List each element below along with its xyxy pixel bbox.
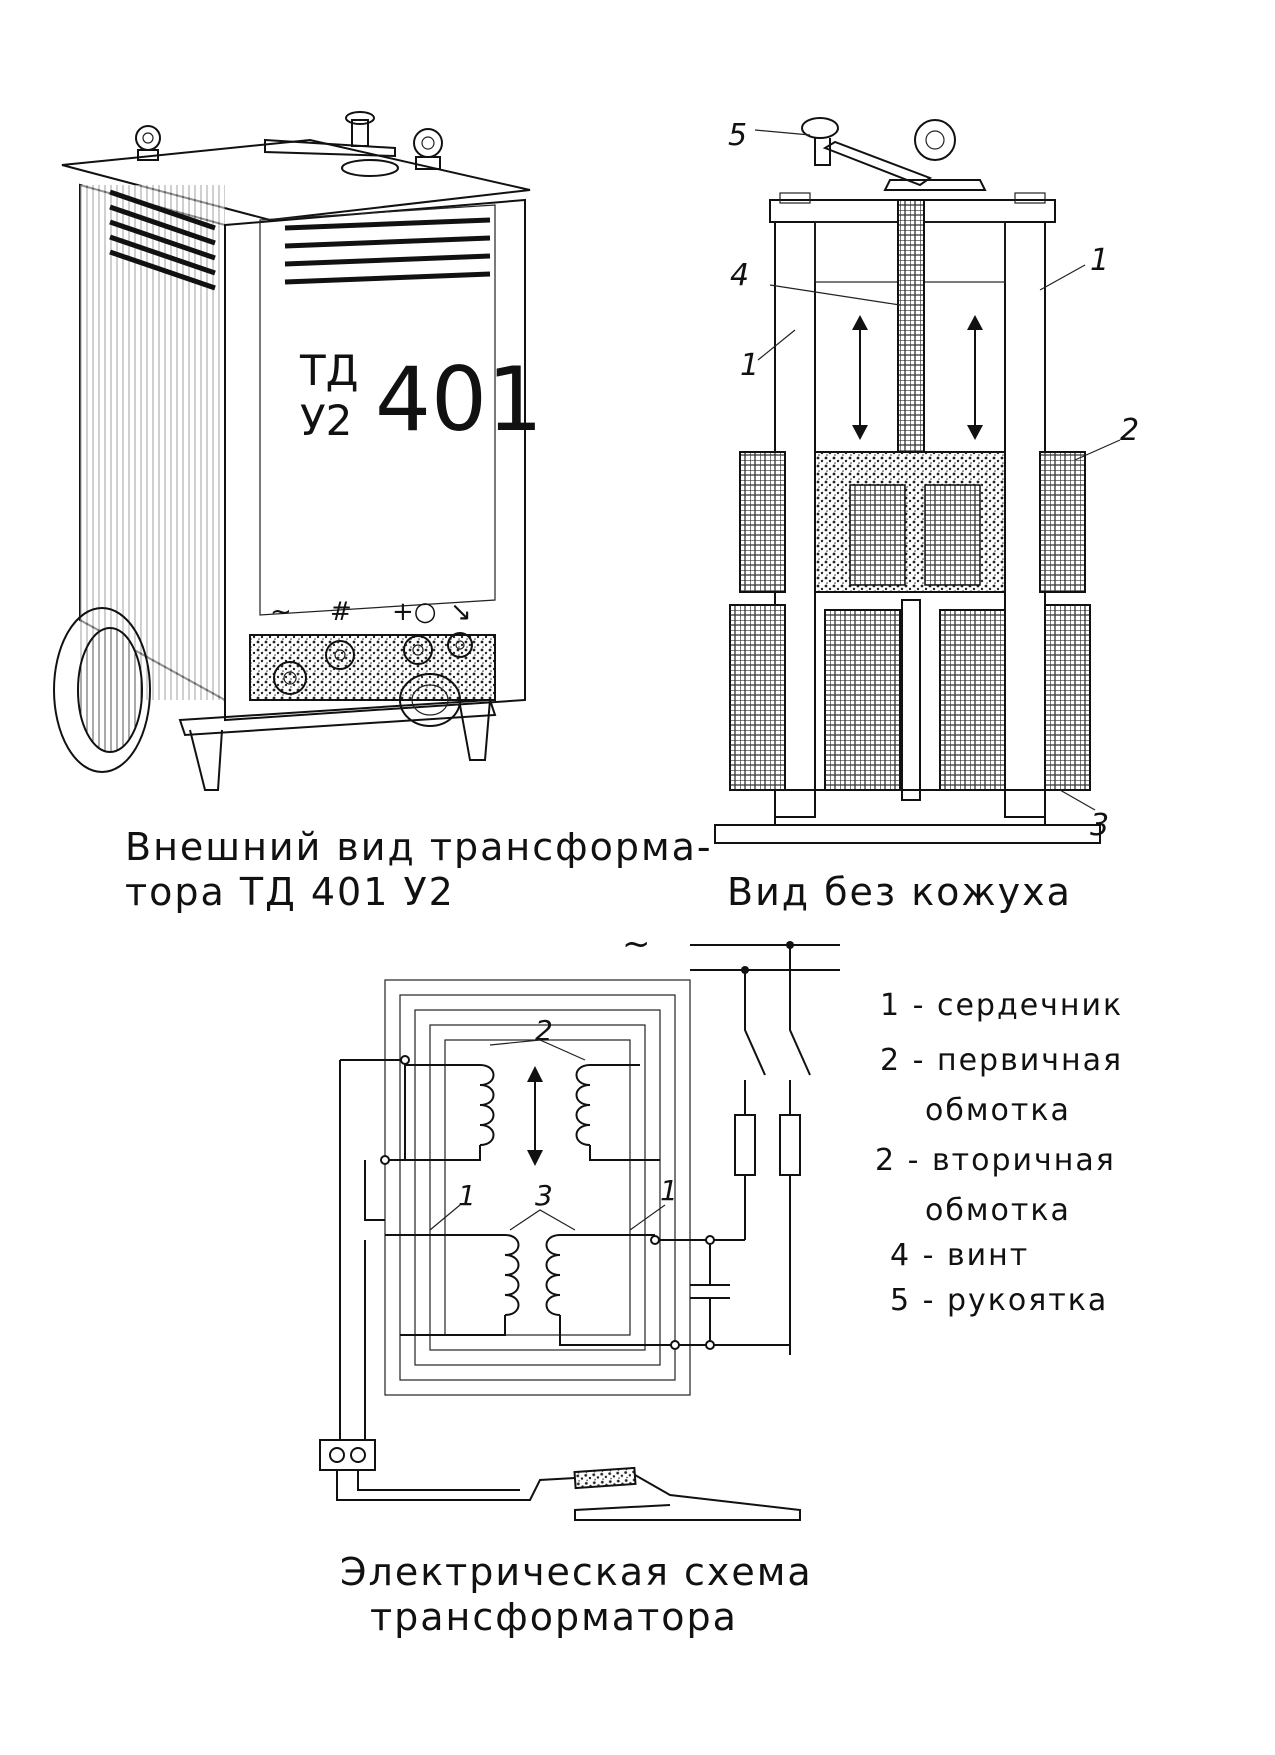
rear-leg (459, 699, 491, 761)
magnetic-core (384, 979, 691, 1396)
primary-coil-right (1039, 451, 1086, 593)
legend-item-2: 2 - первичная (880, 1043, 1123, 1078)
ac-symbol: ~ (270, 597, 292, 627)
handle-5 (801, 117, 933, 187)
primary-winding (385, 1064, 660, 1161)
output-terminals (319, 1439, 376, 1471)
transformer-internal-view: 5 4 1 1 2 3 Вид без кожуха (714, 117, 1139, 914)
figure1-caption-line1: Внешний вид трансформа- (125, 825, 713, 869)
transformer-external-view: ТД У2 401 ~ # +○ ↘ (53, 111, 713, 914)
model-number: 401 (375, 348, 543, 451)
callout-3: 3 (1090, 808, 1109, 843)
legend-item-3: 2 - вторичная (875, 1143, 1116, 1178)
circuit-callout-1-left: 1 (458, 1179, 476, 1212)
circuit-callout-1-right: 1 (660, 1174, 678, 1207)
ac-supply-symbol: ~ (622, 924, 651, 964)
base-plate (714, 824, 1101, 844)
terminal-strip (249, 634, 496, 701)
electrode-symbol: ↘ (450, 597, 472, 627)
figure2-caption: Вид без кожуха (727, 870, 1072, 914)
fuse-right (779, 1114, 801, 1176)
model-letters-bottom: У2 (300, 396, 352, 445)
figure2-callouts: 5 4 1 1 2 3 (728, 118, 1139, 843)
front-louvers (284, 217, 491, 285)
callout-1-left: 1 (740, 348, 759, 383)
side-louvers (109, 189, 216, 291)
legend: 1 - сердечник 2 - первичная обмотка 2 - … (875, 988, 1123, 1318)
wheel-left (53, 607, 151, 773)
legend-item-2-cont: обмотка (925, 1093, 1071, 1128)
terminal-knobs (273, 632, 473, 695)
circuit-wiring (339, 1055, 790, 1440)
electrode-holder (573, 1466, 637, 1490)
welding-cables (336, 1466, 801, 1521)
callout-2: 2 (1120, 413, 1139, 448)
figure3-callouts: 2 1 1 3 (429, 1014, 678, 1231)
cabinet-front (224, 198, 526, 722)
panel-symbols: ~ # +○ ↘ (270, 597, 472, 627)
callout-4: 4 (730, 258, 749, 293)
model-letters-top: ТД (299, 346, 358, 395)
lifting-eye-right (413, 128, 443, 170)
secondary-coil-left (729, 604, 786, 791)
figure3-caption-line2: трансформатора (370, 1595, 738, 1639)
callout-1-right: 1 (1090, 243, 1109, 278)
secondary-winding (385, 1234, 675, 1346)
motion-arrows (852, 315, 983, 440)
circuit-callout-2: 2 (535, 1014, 553, 1047)
secondary-coil-right (1044, 604, 1091, 791)
legend-item-5: 5 - рукоятка (890, 1283, 1108, 1318)
screw-4 (897, 199, 925, 461)
callout-5: 5 (728, 118, 747, 153)
adjusting-handle (264, 111, 399, 177)
circuit-callout-3: 3 (535, 1179, 553, 1212)
primary-coil-left (739, 451, 786, 593)
electrical-circuit: ~ (319, 924, 840, 1639)
front-leg (189, 729, 223, 791)
lifting-eye (883, 119, 987, 191)
output-symbol: +○ (392, 597, 436, 627)
figure3-caption-line1: Электрическая схема (340, 1550, 813, 1594)
legend-item-1: 1 - сердечник (880, 988, 1123, 1023)
fuse-left (734, 1114, 756, 1176)
grid-symbol: # (330, 597, 352, 627)
lifting-eye-left (135, 125, 161, 161)
legend-item-3-cont: обмотка (925, 1193, 1071, 1228)
legend-item-4: 4 - винт (890, 1238, 1029, 1273)
wheel-right (399, 673, 461, 727)
winding-adjust-arrow (527, 1066, 543, 1166)
mains-switches (744, 945, 811, 1115)
figure1-caption-line2: тора ТД 401 У2 (125, 870, 455, 914)
